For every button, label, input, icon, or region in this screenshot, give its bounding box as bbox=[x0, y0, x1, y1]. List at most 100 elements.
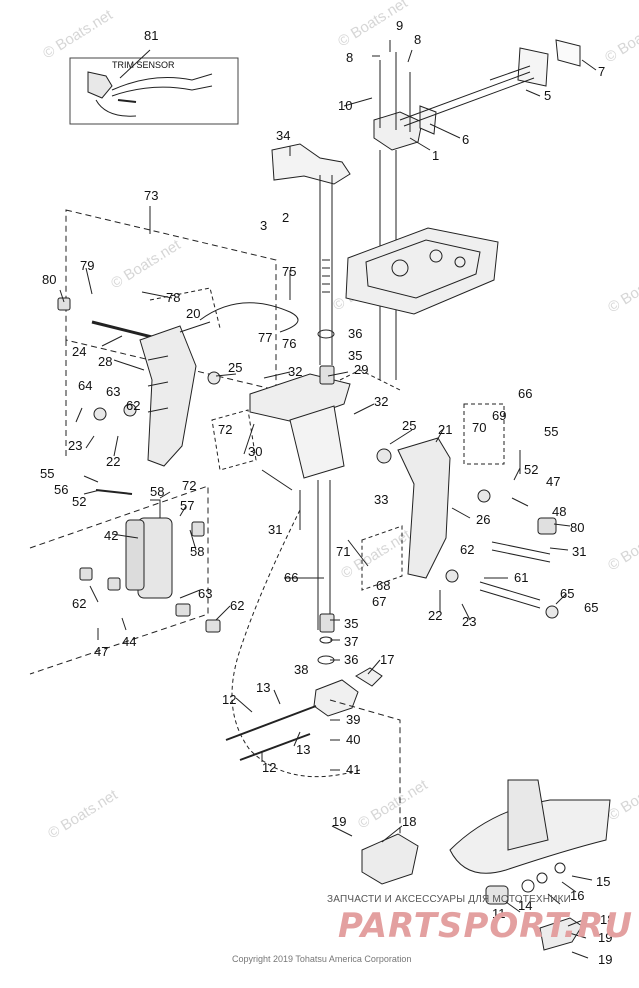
callout: 72 bbox=[218, 422, 232, 437]
callout: 70 bbox=[472, 420, 486, 435]
callout: 64 bbox=[78, 378, 92, 393]
callout: 55 bbox=[544, 424, 558, 439]
callout: 8 bbox=[346, 50, 353, 65]
callout: 9 bbox=[396, 18, 403, 33]
lower-mount-bracket bbox=[361, 833, 419, 885]
callout: 66 bbox=[284, 570, 298, 585]
callout: 52 bbox=[524, 462, 538, 477]
callout: 47 bbox=[546, 474, 560, 489]
callout: 52 bbox=[72, 494, 86, 509]
engine-mount-plate bbox=[345, 227, 499, 315]
callout: 67 bbox=[372, 594, 386, 609]
callout: 20 bbox=[186, 306, 200, 321]
callout: 71 bbox=[336, 544, 350, 559]
callout: 13 bbox=[256, 680, 270, 695]
trim-sensor-inset bbox=[69, 57, 239, 125]
callout: 61 bbox=[514, 570, 528, 585]
callout: 25 bbox=[402, 418, 416, 433]
callout: 33 bbox=[374, 492, 388, 507]
callout: 3 bbox=[260, 218, 267, 233]
callout: 18 bbox=[600, 912, 614, 927]
callout-labels: 81 9 8 8 10 1 6 5 7 34 2 3 73 79 80 78 7… bbox=[40, 18, 614, 967]
callout: 12 bbox=[222, 692, 236, 707]
callout: 2 bbox=[282, 210, 289, 225]
callout: 36 bbox=[344, 652, 358, 667]
upper-yoke bbox=[373, 111, 423, 151]
callout: 15 bbox=[596, 874, 610, 889]
callout: 34 bbox=[276, 128, 290, 143]
copyright-text: Copyright 2019 Tohatsu America Corporati… bbox=[232, 954, 412, 964]
callout: 58 bbox=[150, 484, 164, 499]
callout: 32 bbox=[374, 394, 388, 409]
callout: 24 bbox=[72, 344, 86, 359]
callout: 6 bbox=[462, 132, 469, 147]
callout: 66 bbox=[518, 386, 532, 401]
callout: 28 bbox=[98, 354, 112, 369]
callout: 57 bbox=[180, 498, 194, 513]
callout: 30 bbox=[248, 444, 262, 459]
callout: 81 bbox=[144, 28, 158, 43]
callout: 19 bbox=[332, 814, 346, 829]
callout: 35 bbox=[348, 348, 362, 363]
callout: 23 bbox=[68, 438, 82, 453]
callout: 69 bbox=[492, 408, 506, 423]
callout: 16 bbox=[570, 888, 584, 903]
callout: 44 bbox=[122, 634, 136, 649]
callout: 55 bbox=[40, 466, 54, 481]
callout: 32 bbox=[288, 364, 302, 379]
callout: 35 bbox=[344, 616, 358, 631]
callout: 25 bbox=[228, 360, 242, 375]
upper-mount-bracket bbox=[271, 143, 351, 185]
callout: 12 bbox=[262, 760, 276, 775]
callout: 1 bbox=[432, 148, 439, 163]
callout: 39 bbox=[346, 712, 360, 727]
callout: 40 bbox=[346, 732, 360, 747]
callout: 65 bbox=[584, 600, 598, 615]
callout: 29 bbox=[354, 362, 368, 377]
callout: 19 bbox=[598, 930, 612, 945]
brand-logo: PARTSPORT.RU bbox=[338, 906, 634, 946]
callout: 8 bbox=[414, 32, 421, 47]
callout: 22 bbox=[106, 454, 120, 469]
callout: 80 bbox=[570, 520, 584, 535]
callout: 68 bbox=[376, 578, 390, 593]
callout: 13 bbox=[296, 742, 310, 757]
callout: 80 bbox=[42, 272, 56, 287]
callout: 47 bbox=[94, 644, 108, 659]
callout: 21 bbox=[438, 422, 452, 437]
left-clamp-bracket bbox=[139, 325, 197, 467]
trim-sensor-label: TRIM SENSOR bbox=[112, 60, 175, 70]
callout: 37 bbox=[344, 634, 358, 649]
callout: 65 bbox=[560, 586, 574, 601]
callout: 78 bbox=[166, 290, 180, 305]
callout: 79 bbox=[80, 258, 94, 273]
callout: 58 bbox=[190, 544, 204, 559]
callout: 11 bbox=[492, 906, 506, 921]
callout: 75 bbox=[282, 264, 296, 279]
callout: 48 bbox=[552, 504, 566, 519]
callout: 18 bbox=[402, 814, 416, 829]
callout: 63 bbox=[106, 384, 120, 399]
callout: 36 bbox=[348, 326, 362, 341]
callout: 73 bbox=[144, 188, 158, 203]
callout: 26 bbox=[476, 512, 490, 527]
callout: 17 bbox=[380, 652, 394, 667]
russian-caption: ЗАПЧАСТИ И АКСЕССУАРЫ ДЛЯ МОТОТЕХНИКИ bbox=[327, 894, 572, 905]
callout: 23 bbox=[462, 614, 476, 629]
callout: 56 bbox=[54, 482, 68, 497]
callout: 76 bbox=[282, 336, 296, 351]
callout: 62 bbox=[230, 598, 244, 613]
callout: 7 bbox=[598, 64, 605, 79]
callout: 41 bbox=[346, 762, 360, 777]
right-clamp-bracket bbox=[397, 437, 451, 579]
callout: 5 bbox=[544, 88, 551, 103]
callout: 62 bbox=[460, 542, 474, 557]
callout: 62 bbox=[72, 596, 86, 611]
callout: 62 bbox=[126, 398, 140, 413]
callout: 19 bbox=[598, 952, 612, 967]
callout: 22 bbox=[428, 608, 442, 623]
callout: 31 bbox=[572, 544, 586, 559]
callout: 77 bbox=[258, 330, 272, 345]
